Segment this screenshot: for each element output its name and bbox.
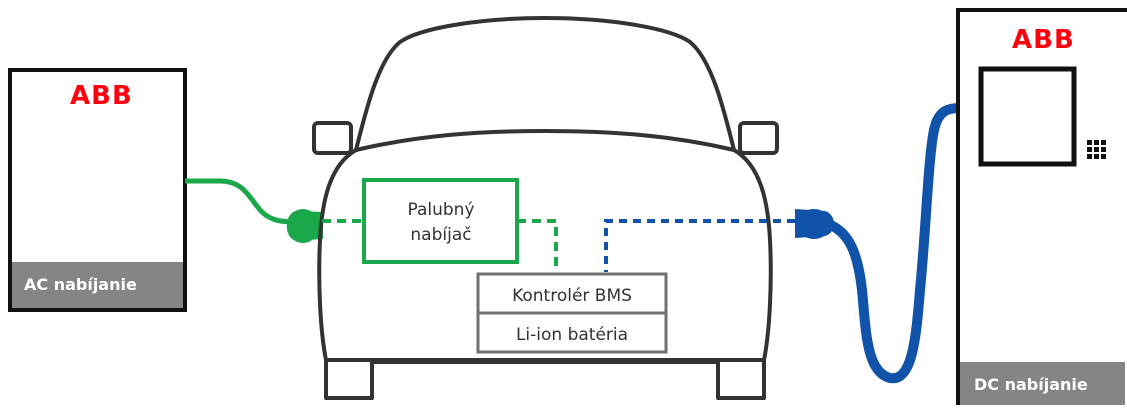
battery-label: Li-ion batéria [516,325,628,345]
dc-plug [795,209,835,239]
ac-charger: ABB AC nabíjanie [8,68,187,312]
car-outline [312,16,779,400]
dc-screen [978,66,1077,167]
dc-cable [823,103,965,384]
dc-label-bg [960,362,1125,405]
onboard-charger-line1: Palubný [407,200,474,220]
ac-plug [286,209,323,243]
battery-pack: Kontrolér BMS Li-ion batéria [476,272,668,354]
dc-abb-logo: ABB [1012,25,1075,55]
dc-charger: ABB DC nabíjanie [956,8,1127,409]
car-right-mirror [738,121,779,155]
ac-label-bg [12,262,183,308]
dc-charging-label: DC nabíjanie [974,375,1088,394]
car-left-wheel [324,358,374,400]
car-left-mirror [312,121,353,155]
ac-cable [185,178,301,225]
ac-abb-logo: ABB [70,81,133,111]
bms-label: Kontrolér BMS [512,286,632,306]
onboard-charger: Palubný nabíjač [362,178,519,264]
ac-wire-to-bms [517,219,558,272]
ac-charging-label: AC nabíjanie [24,275,137,294]
onboard-charger-line2: nabíjač [410,225,471,245]
keypad-icon [1087,140,1106,159]
dc-wire-to-bms [604,219,795,272]
car-hood [354,129,736,152]
car-roof [354,16,736,152]
car-right-wheel [716,358,766,400]
